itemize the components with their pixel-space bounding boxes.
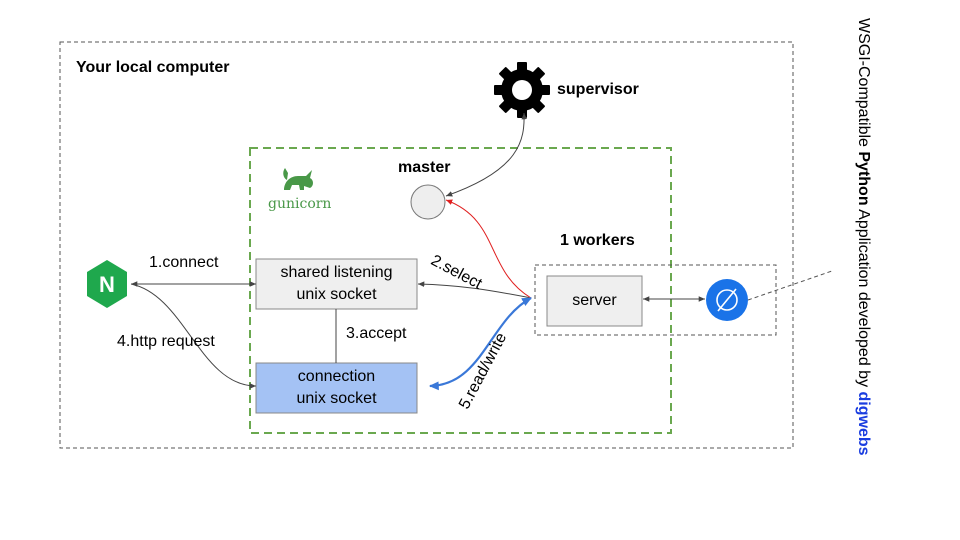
accept-label: 3.accept	[346, 325, 407, 342]
note-middle: Application developed by	[855, 205, 872, 392]
select-arrow	[417, 281, 532, 299]
shared-socket-line2: unix socket	[296, 286, 377, 303]
nginx-icon: N	[87, 260, 127, 308]
svg-text:N: N	[99, 272, 115, 297]
http-request-label: 4.http request	[117, 333, 215, 350]
connection-socket-box	[255, 362, 418, 414]
note-brand: digwebs	[855, 391, 872, 456]
master-supervisor-arrow	[445, 112, 528, 197]
note-python: Python	[855, 151, 872, 206]
master-worker-arrow	[445, 199, 532, 299]
master-node	[410, 184, 446, 220]
connection-socket-line2: unix socket	[296, 390, 377, 407]
master-label: master	[398, 159, 451, 176]
frame-title: Your local computer	[76, 59, 230, 76]
read-write-arrow	[428, 297, 532, 391]
connection-socket-label: connection unix socket	[256, 363, 417, 413]
local-computer-frame	[59, 41, 794, 449]
workers-title: 1 workers	[560, 232, 635, 249]
note-prefix: WSGI-Compatible	[855, 18, 872, 152]
supervisor-label: supervisor	[557, 81, 639, 98]
http-request-arrow	[130, 283, 257, 389]
digwebs-icon	[706, 279, 748, 321]
shared-socket-label: shared listening unix socket	[256, 259, 417, 309]
connection-socket-line1: connection	[297, 368, 376, 385]
unicorn-icon	[283, 168, 313, 190]
gear-icon	[494, 62, 550, 118]
wsgi-note: WSGI-Compatible Python Application devel…	[854, 18, 872, 456]
server-label: server	[572, 292, 617, 309]
server-box	[546, 275, 643, 327]
gunicorn-logo-text: gunicorn	[268, 196, 332, 212]
connect-label: 1.connect	[149, 254, 219, 271]
workers-frame	[534, 264, 777, 336]
note-connector	[747, 270, 833, 301]
shared-socket-line1: shared listening	[280, 264, 393, 281]
